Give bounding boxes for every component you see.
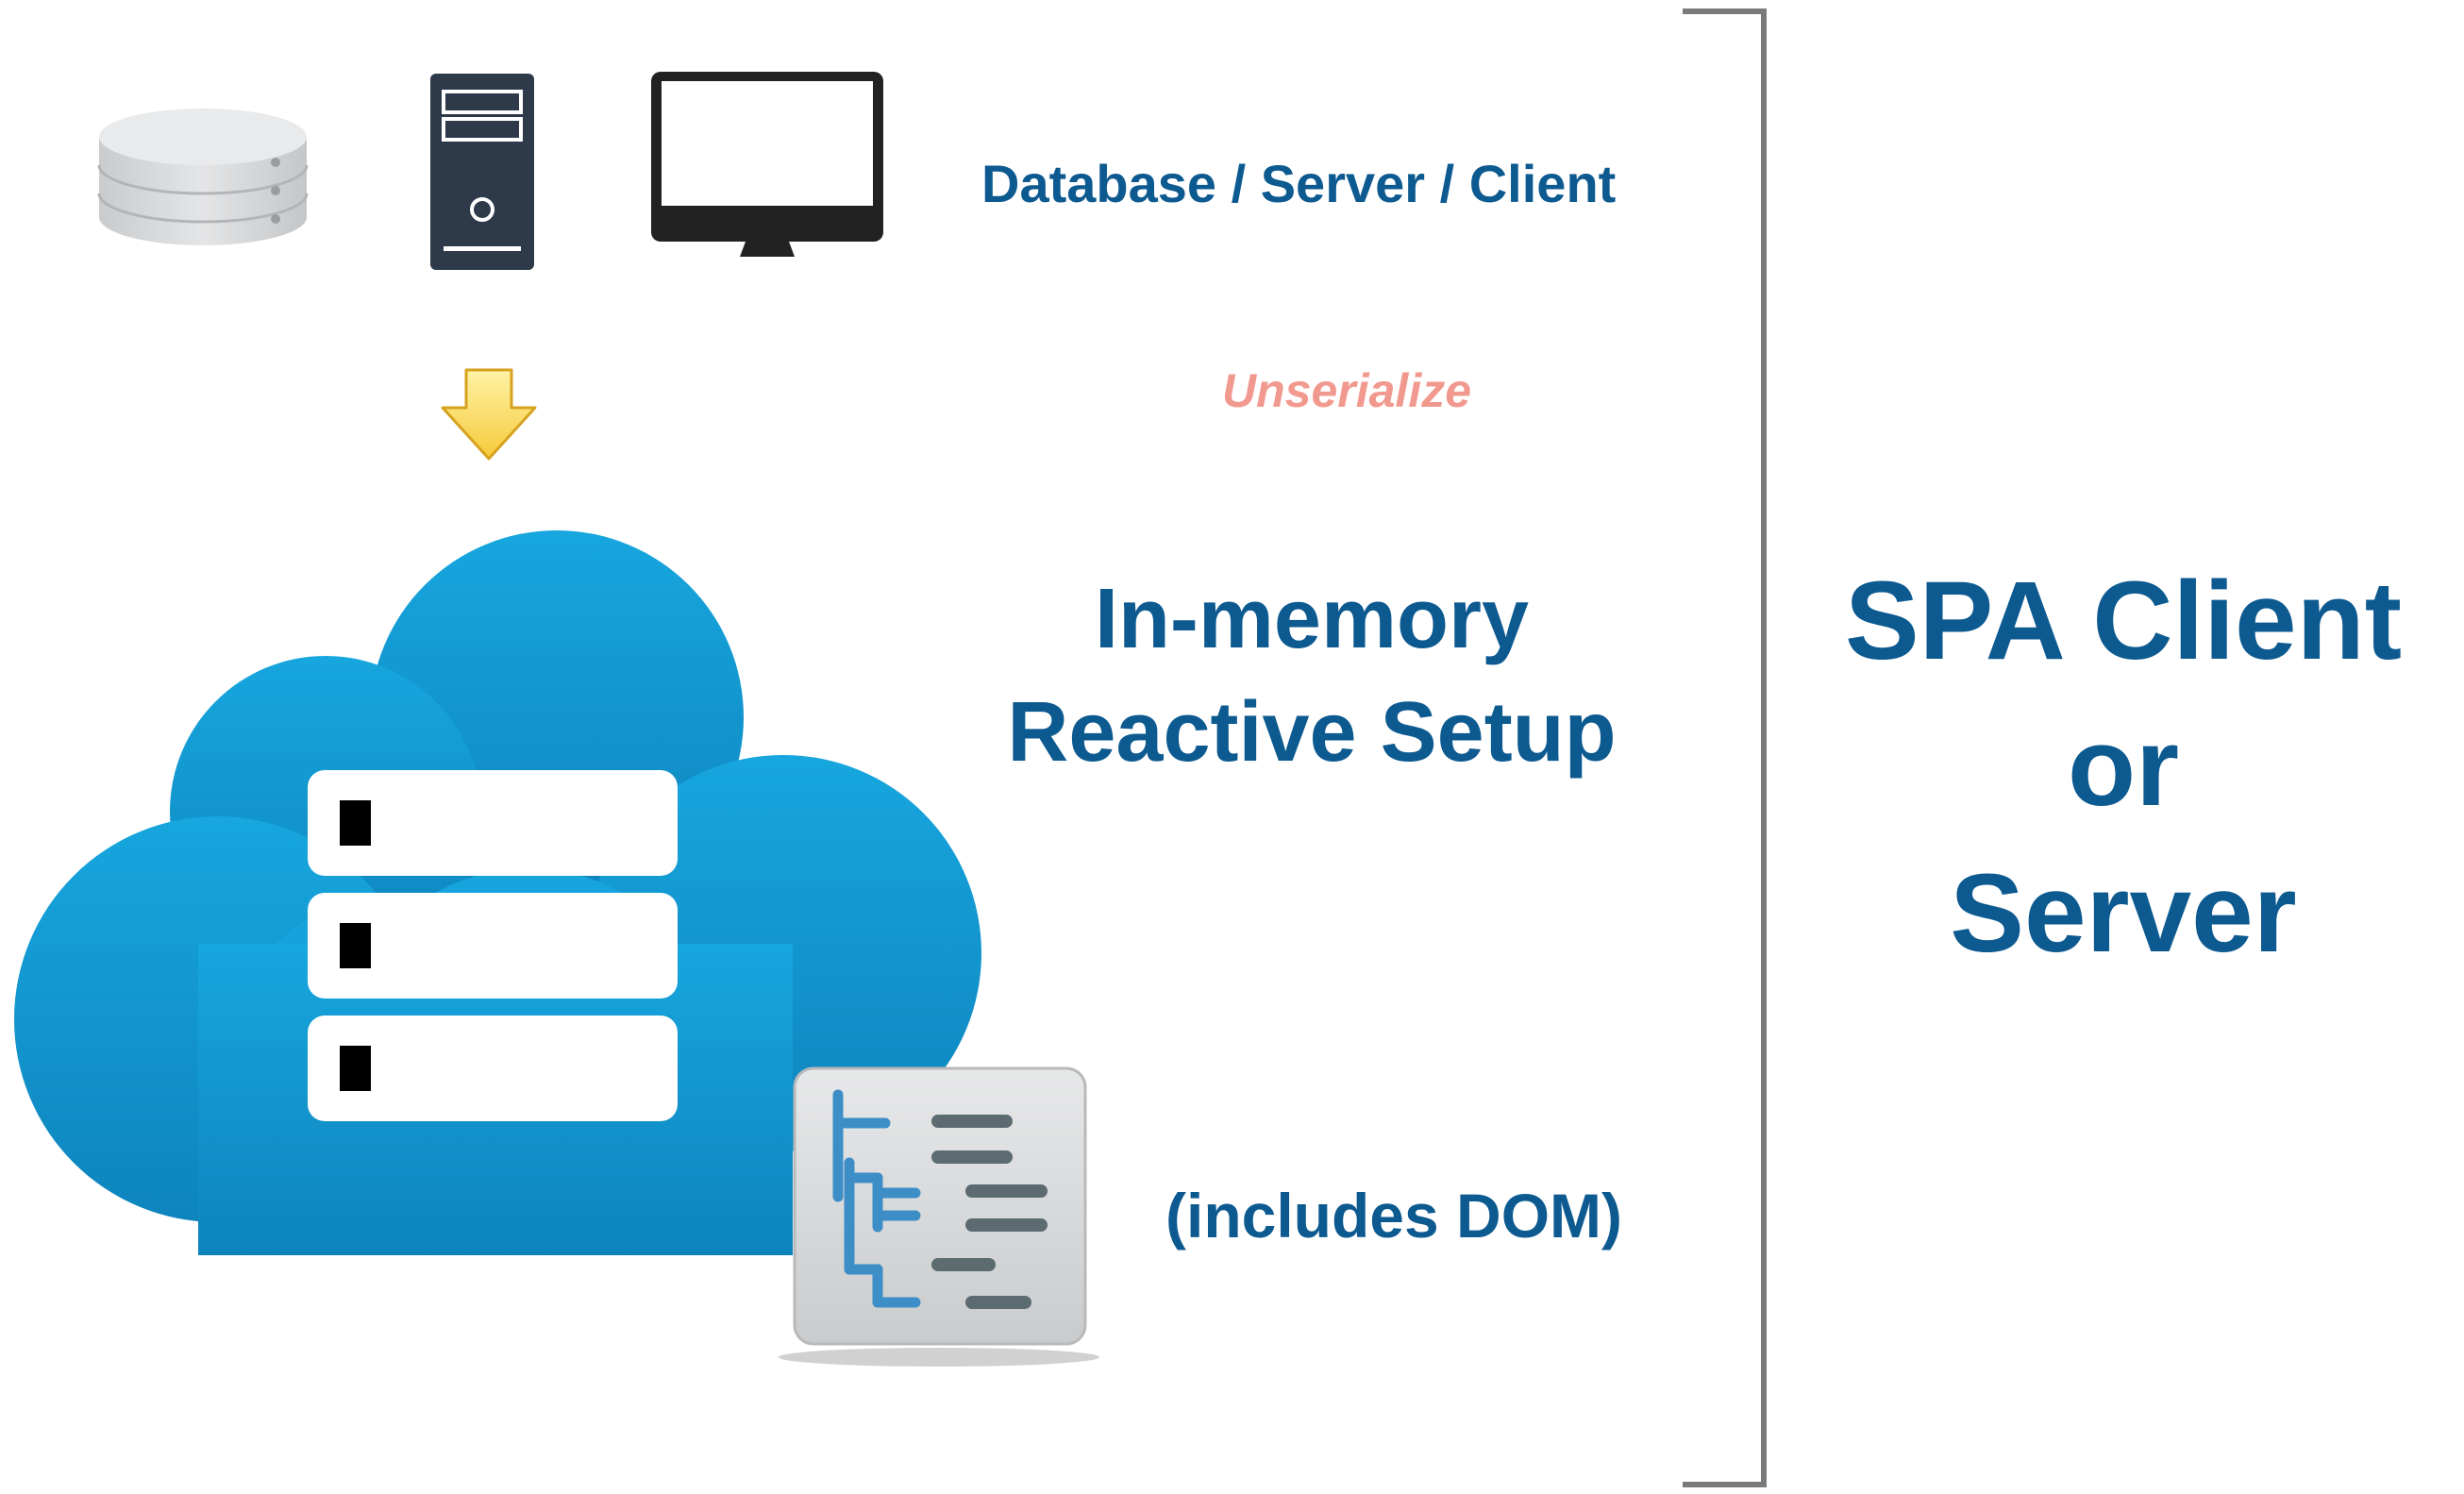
server-tower-icon [430, 74, 534, 270]
side-label-line2: or [2068, 705, 2179, 830]
dom-note: (includes DOM) [1165, 1181, 1623, 1251]
layer-caption: Database / Server / Client [981, 154, 1617, 213]
side-label-line3: Server [1950, 851, 2297, 976]
unserialize-label: Unserialize [1222, 364, 1472, 417]
down-arrow-icon [441, 368, 537, 461]
dom-tree-icon [779, 1066, 1099, 1367]
bracket [1683, 8, 1767, 1487]
monitor-icon [651, 72, 883, 257]
setup-title-line1: In-memory [1094, 572, 1530, 666]
cloud-storage-icon [14, 530, 981, 1255]
database-icon [97, 109, 309, 245]
side-label-line1: SPA Client [1844, 559, 2403, 683]
setup-title-line2: Reactive Setup [1007, 685, 1617, 780]
